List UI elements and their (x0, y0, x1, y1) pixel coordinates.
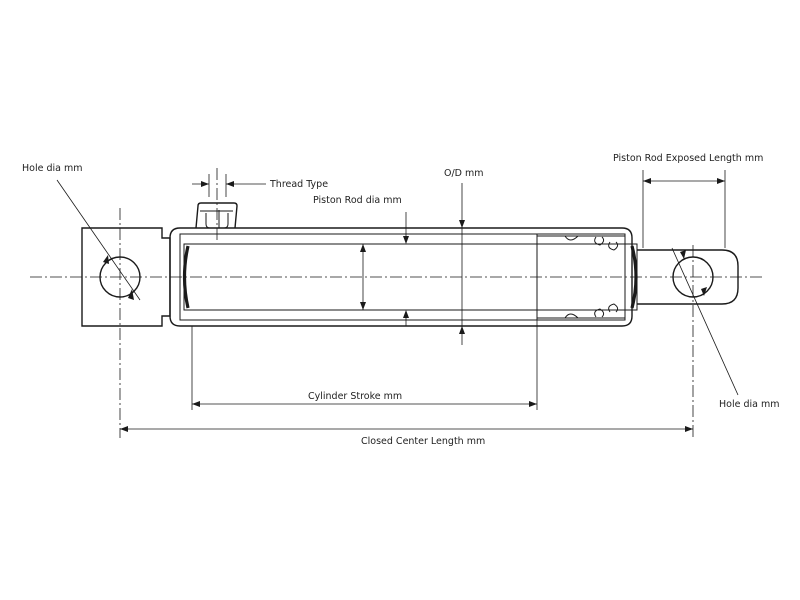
closed-center-length-dimension (120, 426, 693, 432)
right-hole-dia-leader (671, 247, 739, 396)
thread-type-label: Thread Type (269, 179, 328, 190)
cylinder-stroke-dimension (192, 401, 537, 407)
closed-center-length-label: Closed Center Length mm (361, 436, 485, 447)
piston-rod-dia-label: Piston Rod dia mm (313, 195, 402, 206)
thread-type-dimension (192, 168, 266, 240)
thread-port (195, 202, 238, 229)
left-hole-dia-leader (56, 179, 141, 301)
od-dimension (459, 183, 465, 345)
od-label: O/D mm (444, 168, 484, 179)
cylinder-barrel (169, 227, 633, 327)
piston-rod (182, 243, 638, 311)
piston-rod-dia-dimension (360, 212, 409, 326)
rod-exposed-length-dimension (642, 170, 726, 248)
cylinder-stroke-label: Cylinder Stroke mm (308, 391, 402, 402)
hole-dia-right-label: Hole dia mm (719, 399, 779, 410)
hole-dia-left-label: Hole dia mm (22, 163, 82, 174)
piston-rod-exposed-length-label: Piston Rod Exposed Length mm (613, 153, 763, 164)
